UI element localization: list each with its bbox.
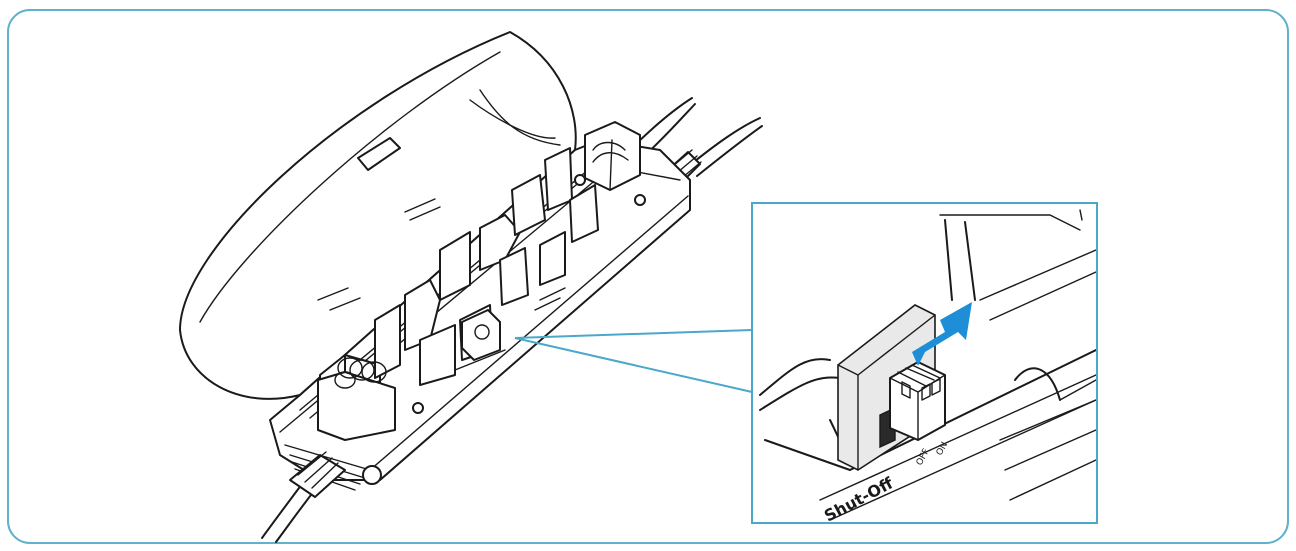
- outer-frame: [7, 9, 1289, 544]
- inset-panel: Shut-Off OFF ON: [751, 202, 1098, 526]
- push-arrow: [912, 302, 972, 366]
- coil-springs: [334, 357, 387, 389]
- top-clip: [584, 121, 641, 191]
- inset-frame: [751, 202, 1098, 524]
- on-label: ON: [935, 441, 950, 458]
- cable-top-2b: [696, 125, 763, 177]
- power-cable: [261, 451, 382, 543]
- lid-latch: [357, 137, 401, 171]
- cable-top-2: [689, 117, 761, 166]
- device-switch: [454, 309, 506, 371]
- inset-dip-switch: [889, 361, 946, 441]
- shut-off-label: Shut-Off: [821, 473, 897, 526]
- lid: [179, 31, 577, 400]
- callout: [514, 329, 753, 393]
- device: [179, 31, 763, 543]
- power-jack: [362, 465, 382, 485]
